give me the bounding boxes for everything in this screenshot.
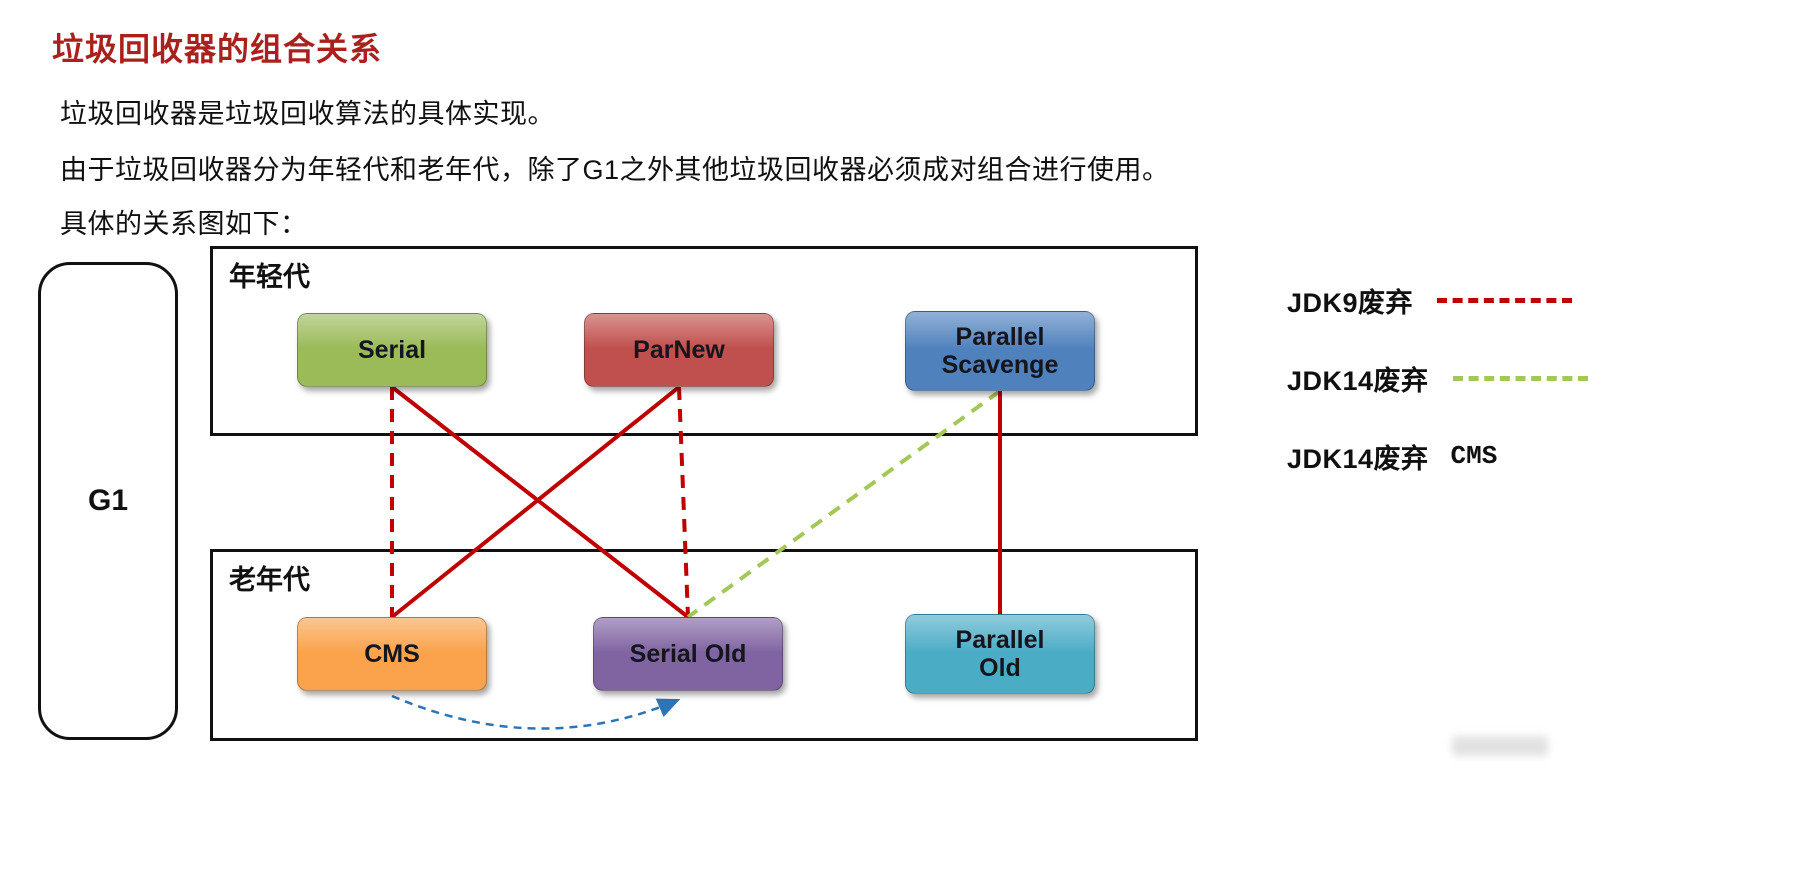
legend-label: JDK9废弃 — [1287, 287, 1414, 318]
node-serial-old: Serial Old — [593, 617, 783, 691]
old-generation-label: 老年代 — [229, 565, 310, 595]
watermark — [1452, 736, 1548, 756]
paragraph-1: 垃圾回收器是垃圾回收算法的具体实现。 — [60, 99, 555, 129]
legend-item-jdk14-deprecated-cms: JDK14废弃 CMS — [1287, 439, 1588, 474]
legend-item-jdk9-deprecated: JDK9废弃 — [1287, 283, 1588, 318]
node-serial: Serial — [297, 313, 487, 387]
legend-item-jdk14-deprecated: JDK14废弃 — [1287, 361, 1588, 396]
node-parnew: ParNew — [584, 313, 774, 387]
legend: JDK9废弃 JDK14废弃 JDK14废弃 CMS — [1287, 283, 1588, 517]
legend-label: JDK14废弃 — [1287, 365, 1429, 396]
young-generation-label: 年轻代 — [229, 262, 310, 292]
legend-dashed-line-green — [1452, 375, 1588, 381]
legend-label: JDK14废弃 — [1287, 443, 1429, 474]
g1-label: G1 — [87, 484, 129, 517]
node-parallel-old: Parallel Old — [905, 614, 1095, 694]
g1-collector-box: G1 — [38, 262, 178, 740]
legend-suffix-cms: CMS — [1450, 441, 1498, 471]
page-title: 垃圾回收器的组合关系 — [52, 31, 383, 67]
node-cms: CMS — [297, 617, 487, 691]
paragraph-3: 具体的关系图如下： — [60, 209, 308, 239]
paragraph-2: 由于垃圾回收器分为年轻代和老年代，除了G1之外其他垃圾回收器必须成对组合进行使用… — [60, 155, 1170, 185]
node-parallel-scavenge: Parallel Scavenge — [905, 311, 1095, 391]
legend-dashed-line-red — [1437, 297, 1573, 303]
